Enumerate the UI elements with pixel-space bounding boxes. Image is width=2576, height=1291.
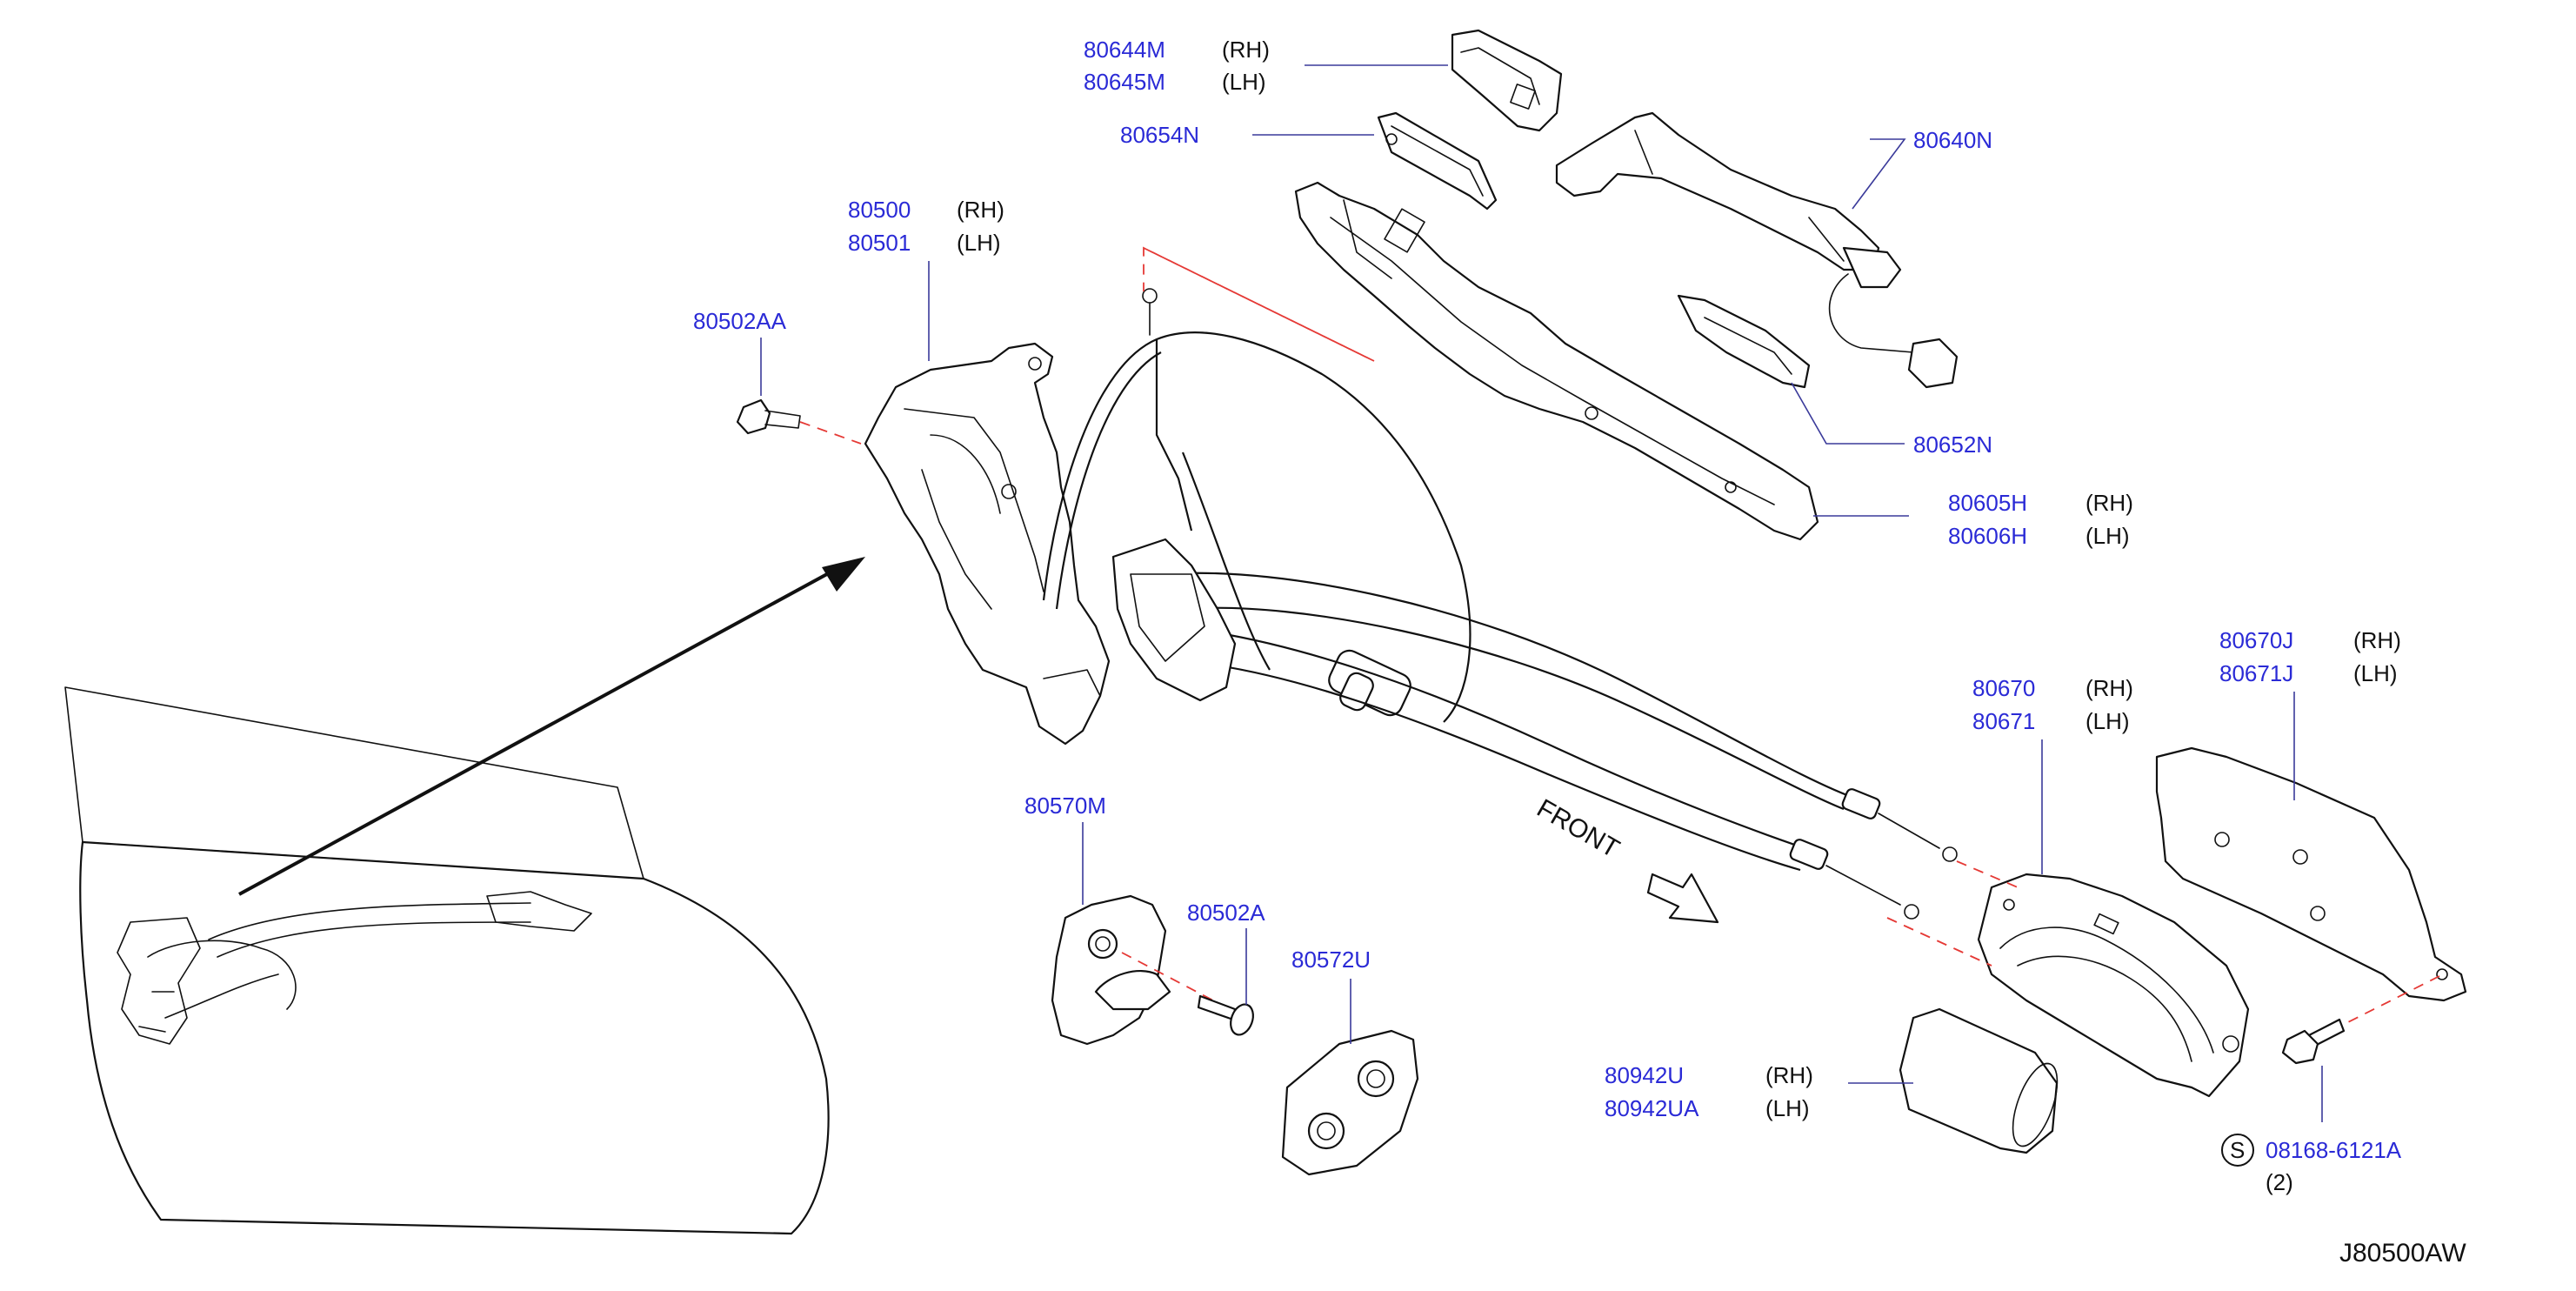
side-label: (LH) xyxy=(2085,708,2130,734)
side-label: (LH) xyxy=(957,230,1001,256)
part-code: 80605H xyxy=(1948,490,2027,516)
part-code: 80670J xyxy=(2219,627,2293,653)
callout-80942U: 80942U (RH) 80942UA (LH) xyxy=(1605,1062,1813,1121)
side-label: (RH) xyxy=(957,197,1004,223)
outside-handle-80640N xyxy=(1555,111,1959,389)
side-label: (LH) xyxy=(1222,69,1266,95)
callout-80670J: 80670J (RH) 80671J (LH) xyxy=(2219,627,2401,686)
door-outline xyxy=(64,686,830,1235)
gasket-80654N xyxy=(1377,111,1498,211)
pointer-arrow xyxy=(238,557,865,896)
callout-80500: 80500 (RH) 80501 (LH) xyxy=(848,197,1004,256)
striker-80570M xyxy=(1051,894,1214,1046)
part-code: 80942U xyxy=(1605,1062,1684,1088)
callout-80640N: 80640N xyxy=(1913,127,1992,153)
callout-80570M: 80570M xyxy=(1024,793,1106,819)
part-code: 80502AA xyxy=(693,308,787,334)
cables xyxy=(1042,246,1958,920)
part-code: 80652N xyxy=(1913,431,1992,458)
seal-80652N xyxy=(1677,294,1811,389)
callout-80654N: 80654N xyxy=(1120,122,1199,148)
callout-80670: 80670 (RH) 80671 (LH) xyxy=(1972,675,2133,734)
side-label: (RH) xyxy=(1222,37,1270,63)
part-code: 80645M xyxy=(1084,69,1165,95)
part-code: 80654N xyxy=(1120,122,1199,148)
part-code: 80671 xyxy=(1972,708,2035,734)
side-label: (LH) xyxy=(2353,660,2398,686)
callout-80605H: 80605H (RH) 80606H (LH) xyxy=(1948,490,2133,549)
side-label: (RH) xyxy=(2353,627,2401,653)
inside-handle-80670 xyxy=(1886,860,2250,1098)
part-code: 80942UA xyxy=(1605,1095,1699,1121)
leader-lines xyxy=(760,64,2323,1122)
part-code: 80606H xyxy=(1948,523,2027,549)
side-label: (LH) xyxy=(1765,1095,1810,1121)
part-code: 80572U xyxy=(1291,947,1371,973)
part-code: 80670 xyxy=(1972,675,2035,701)
side-label: (RH) xyxy=(2085,675,2133,701)
part-code: 80501 xyxy=(848,230,911,256)
diagram-id: J80500AW xyxy=(2339,1239,2466,1268)
cover-plate-80670J xyxy=(2155,746,2467,1023)
callout-80502A: 80502A xyxy=(1187,900,1265,926)
part-code: 80570M xyxy=(1024,793,1106,819)
finisher-80942U xyxy=(1899,1007,2059,1154)
part-code: 80640N xyxy=(1913,127,1992,153)
callout-80644M: 80644M (RH) 80645M (LH) xyxy=(1084,37,1270,95)
part-code: 08168-6121A xyxy=(2266,1137,2402,1163)
quantity-label: (2) xyxy=(2266,1169,2293,1195)
bolt-08168-6121A xyxy=(2281,1018,2346,1065)
bolt-80502AA xyxy=(736,398,862,445)
s-symbol: S xyxy=(2230,1137,2245,1163)
side-label: (LH) xyxy=(2085,523,2130,549)
escutcheon-80644M xyxy=(1451,29,1563,132)
stopper-80572U xyxy=(1281,1029,1419,1176)
side-label: (RH) xyxy=(1765,1062,1813,1088)
callout-80572U: 80572U xyxy=(1291,947,1371,973)
callout-08168-6121A: S 08168-6121A (2) xyxy=(2221,1134,2402,1195)
handle-bracket-80605H xyxy=(1294,181,1819,541)
front-label: FRONT xyxy=(1532,793,1625,863)
callout-80652N: 80652N xyxy=(1913,431,1992,458)
side-label: (RH) xyxy=(2085,490,2133,516)
callout-80502AA: 80502AA xyxy=(693,308,787,334)
screw-80502A xyxy=(1197,994,1254,1036)
part-code: 80671J xyxy=(2219,660,2293,686)
front-indicator: FRONT xyxy=(1532,793,1719,924)
part-code: 80644M xyxy=(1084,37,1165,63)
door-lock-actuator xyxy=(864,342,1111,746)
part-code: 80502A xyxy=(1187,900,1265,926)
s-symbol-icon xyxy=(2221,1134,2254,1167)
part-code: 80500 xyxy=(848,197,911,223)
